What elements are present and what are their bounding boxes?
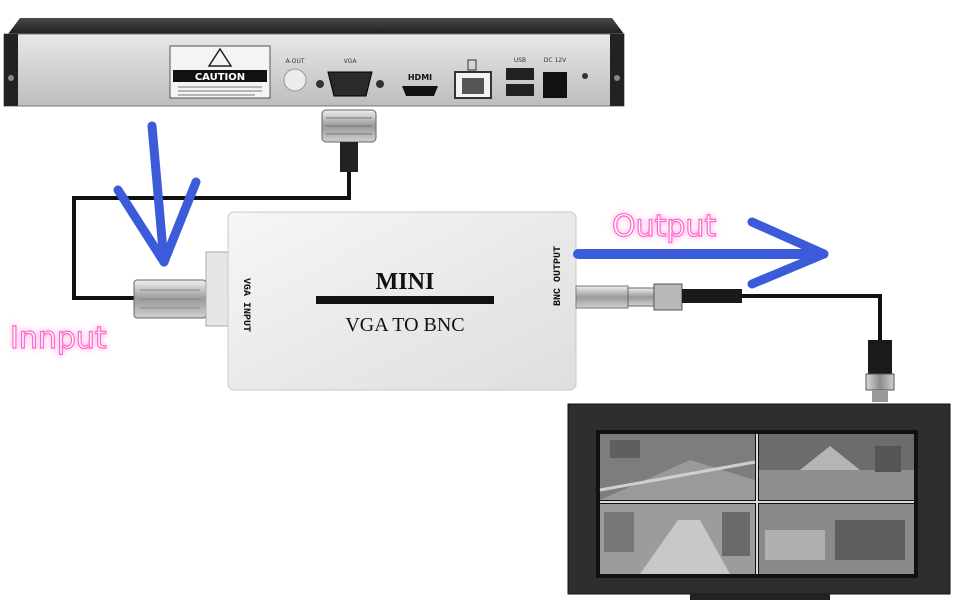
lan-port-socket bbox=[462, 78, 484, 94]
usb-port bbox=[506, 84, 534, 96]
port-label-vga: VGA bbox=[344, 58, 358, 65]
port-label-hdmi: HDMI bbox=[408, 73, 432, 82]
vga-strain-relief bbox=[340, 142, 358, 172]
vga-cable bbox=[72, 109, 377, 319]
bnc-jack bbox=[575, 285, 629, 309]
bnc-pin-monitor bbox=[872, 390, 888, 402]
dc-power-port bbox=[543, 72, 567, 98]
caution-banner bbox=[173, 70, 267, 82]
bnc-plug bbox=[627, 287, 655, 307]
bnc-cable bbox=[575, 283, 895, 402]
converter-box: VGA INPUT BNC OUTPUT MINI VGA TO BNC bbox=[205, 211, 577, 391]
vga-port bbox=[327, 71, 373, 97]
usb-port bbox=[506, 68, 534, 80]
output-arrow bbox=[573, 217, 829, 289]
camera-view-1 bbox=[599, 434, 756, 500]
down-arrow-icon bbox=[147, 121, 169, 267]
screw-icon bbox=[376, 80, 384, 88]
vga-input-side-label: VGA INPUT bbox=[240, 278, 251, 332]
port-label-usb: USB bbox=[514, 57, 526, 64]
bnc-plug-monitor bbox=[865, 373, 895, 391]
converter-subtitle: VGA TO BNC bbox=[345, 314, 464, 336]
screw-icon bbox=[316, 80, 324, 88]
monitor-stand bbox=[690, 594, 830, 600]
warning-triangle-icon bbox=[207, 47, 233, 67]
nvr-left-bracket bbox=[4, 34, 18, 106]
hdmi-port bbox=[402, 86, 438, 96]
camera-view-4 bbox=[759, 504, 914, 574]
port-label-dc: DC 12V bbox=[544, 57, 567, 64]
right-arrow-head bbox=[747, 217, 829, 289]
bnc-plug-collar bbox=[653, 283, 683, 311]
monitor bbox=[567, 403, 951, 600]
port-label-aout: A-OUT bbox=[285, 58, 304, 65]
ground-screw-icon bbox=[582, 73, 588, 79]
caution-sticker: CAUTION bbox=[169, 45, 271, 99]
caution-label: CAUTION bbox=[195, 72, 245, 83]
bnc-boot-monitor bbox=[868, 340, 892, 374]
converter-vga-socket bbox=[205, 251, 231, 327]
bnc-output-side-label: BNC OUTPUT bbox=[553, 246, 564, 306]
nvr-right-bracket bbox=[610, 34, 624, 106]
down-arrow-head bbox=[113, 177, 201, 267]
camera-view-2 bbox=[759, 434, 914, 500]
coax-cable-wire bbox=[742, 294, 882, 340]
input-arrow bbox=[113, 121, 201, 267]
nvr-recorder: CAUTION A-OUT VGA HDMI USB DC 12V bbox=[3, 18, 625, 107]
audio-out-port bbox=[283, 68, 307, 92]
camera-view-3 bbox=[600, 504, 755, 574]
nvr-top-panel bbox=[8, 18, 624, 34]
converter-title: MINI bbox=[376, 269, 435, 295]
screw-icon bbox=[614, 75, 620, 81]
vga-cable-wire bbox=[72, 172, 351, 300]
input-label: Innput bbox=[10, 321, 107, 356]
output-label: Output bbox=[612, 209, 716, 244]
bnc-boot bbox=[682, 289, 742, 303]
converter-title-bar bbox=[316, 296, 494, 304]
network-icon bbox=[467, 59, 477, 71]
screw-icon bbox=[8, 75, 14, 81]
